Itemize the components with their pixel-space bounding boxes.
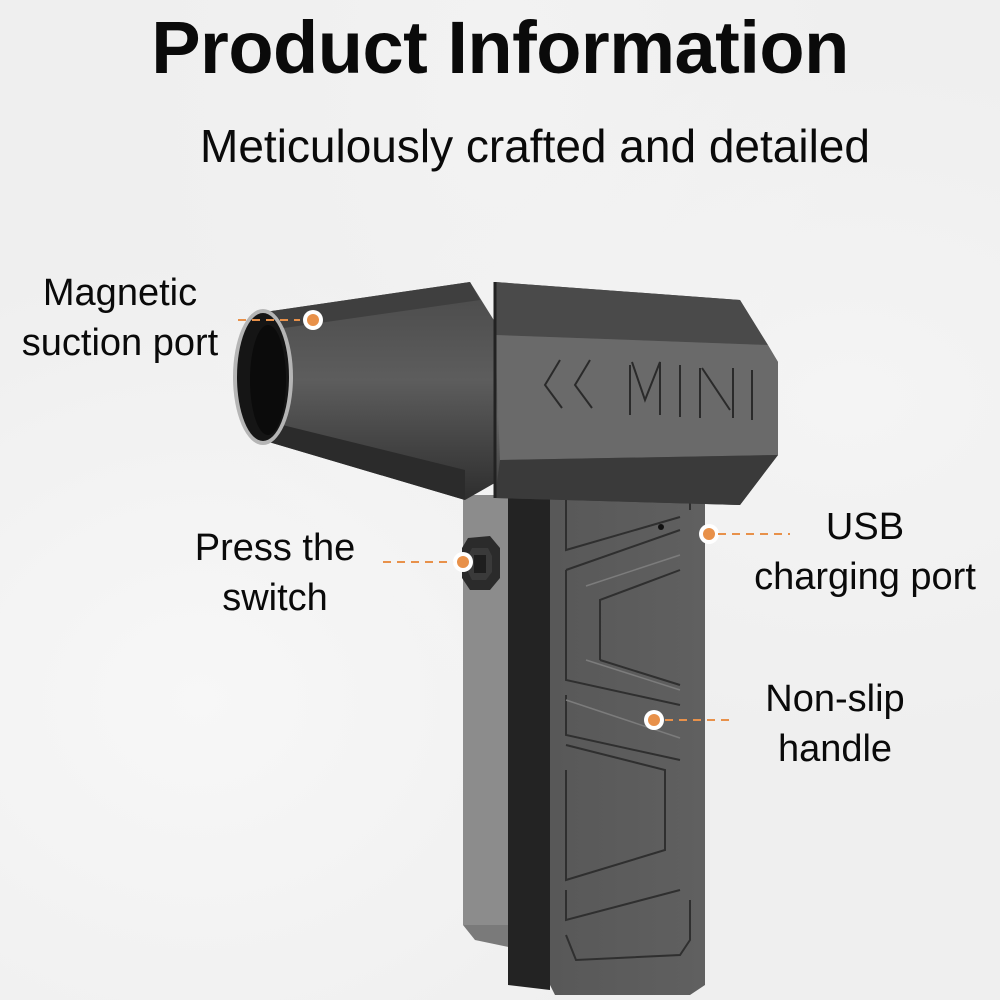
blower-head [262, 282, 778, 505]
usb-port-hole [658, 524, 664, 530]
callout-marker-handle [644, 710, 735, 730]
mini-logo-marking [543, 359, 753, 420]
callout-magnetic-suction-port: Magnetic suction port [5, 268, 235, 368]
callout-marker-magnetic [238, 310, 323, 330]
callout-line2: charging port [754, 556, 976, 598]
page-subtitle: Meticulously crafted and detailed [200, 120, 870, 172]
power-switch-button [462, 536, 500, 590]
callout-usb-charging-port: USB charging port [730, 502, 1000, 602]
callout-line1: Non-slip [765, 678, 905, 720]
callout-marker-switch [383, 552, 473, 572]
callout-non-slip-handle: Non-slip handle [735, 674, 935, 774]
callout-line1: Magnetic [42, 272, 198, 314]
handle-front [550, 462, 705, 995]
callout-line2: suction port [21, 322, 219, 364]
page-title: Product Information [151, 6, 849, 89]
handle-dark-edge [508, 462, 550, 990]
magnetic-suction-port-opening [233, 309, 293, 445]
callout-line2: switch [222, 577, 328, 619]
callout-line2: handle [777, 728, 893, 770]
callout-marker-usb [699, 524, 790, 544]
callout-line1: Press the [194, 527, 356, 569]
callout-press-the-switch: Press the switch [170, 523, 380, 623]
callout-line1: USB [825, 506, 905, 548]
